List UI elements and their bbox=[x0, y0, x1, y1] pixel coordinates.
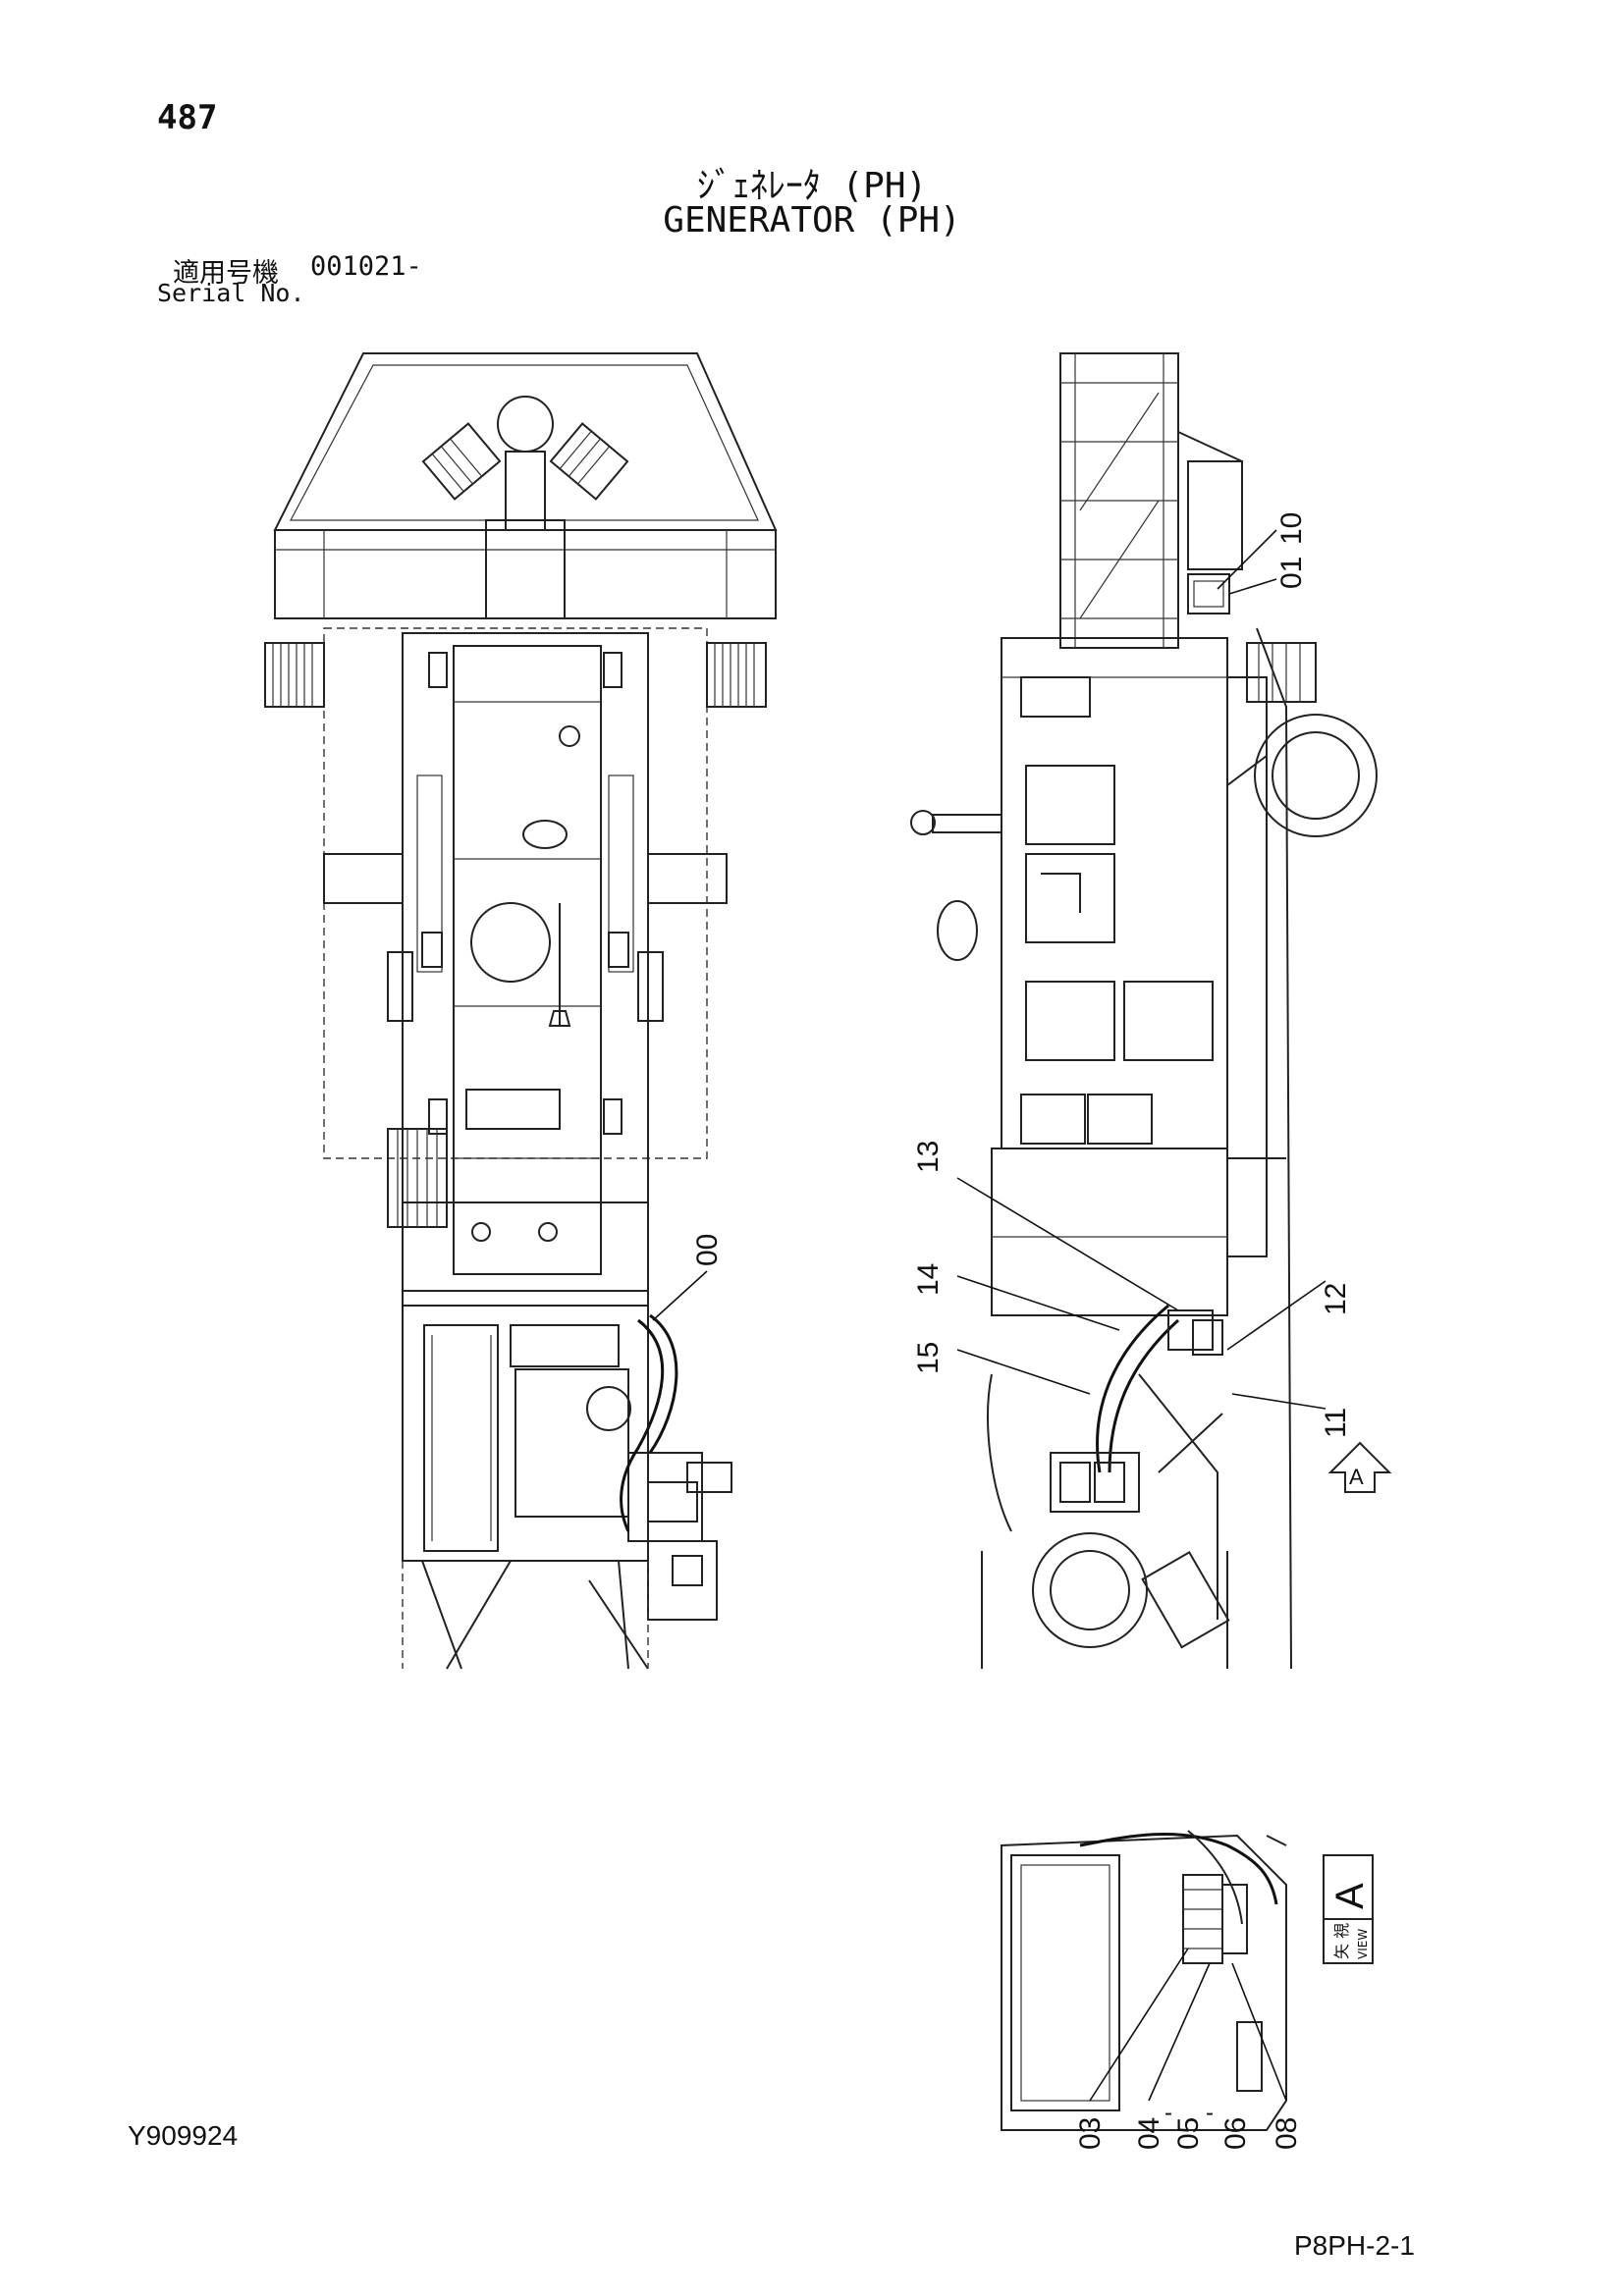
svg-text:VIEW: VIEW bbox=[1356, 1929, 1370, 1959]
svg-text:01: 01 bbox=[1275, 557, 1308, 589]
serial-label-japanese: 適用号機 bbox=[173, 258, 279, 289]
callout-13: 13 bbox=[912, 1141, 1179, 1311]
callout-14: 14 bbox=[912, 1263, 1120, 1331]
callout-10: 10 bbox=[1275, 512, 1308, 545]
callout-01: 01 bbox=[1217, 529, 1308, 595]
callout-08: 08 bbox=[1231, 1962, 1303, 2150]
svg-text:14: 14 bbox=[912, 1263, 945, 1296]
svg-text:矢 視: 矢 視 bbox=[1332, 1923, 1351, 1959]
svg-text:12: 12 bbox=[1320, 1283, 1352, 1315]
svg-text:-: - bbox=[1164, 2100, 1172, 2126]
svg-text:05: 05 bbox=[1172, 2117, 1205, 2150]
svg-text:10: 10 bbox=[1275, 512, 1308, 545]
top-view-machine bbox=[264, 352, 778, 1670]
view-a-arrow: A bbox=[1327, 1441, 1392, 1493]
page-number: 487 bbox=[157, 98, 218, 137]
svg-text:03: 03 bbox=[1074, 2117, 1107, 2150]
side-view-machine bbox=[910, 352, 1378, 1670]
callout-12: 12 bbox=[1226, 1280, 1352, 1351]
svg-text:A: A bbox=[1328, 1883, 1372, 1909]
svg-text:15: 15 bbox=[912, 1342, 945, 1374]
callout-06: 06 - bbox=[1206, 2100, 1252, 2150]
sheet-reference: P8PH-2-1 bbox=[1294, 2230, 1415, 2261]
serial-label-english: Serial No. bbox=[157, 279, 305, 307]
callout-11: 11 bbox=[1231, 1393, 1352, 1438]
svg-text:00: 00 bbox=[691, 1234, 724, 1266]
callout-15: 15 bbox=[912, 1342, 1091, 1395]
callout-05: 05 - bbox=[1164, 2100, 1205, 2150]
callout-00: 00 bbox=[652, 1234, 724, 1321]
title-english: GENERATOR (PH) bbox=[663, 200, 961, 240]
svg-text:06: 06 bbox=[1219, 2117, 1252, 2150]
serial-number-value: 001021- bbox=[310, 251, 422, 282]
callout-03: 03 bbox=[1074, 1948, 1189, 2150]
title-japanese: ｼﾞｪﾈﾚｰﾀ (PH) bbox=[696, 166, 928, 206]
drawing-code: Y909924 bbox=[128, 2120, 239, 2151]
view-a-detail bbox=[1001, 1830, 1287, 2131]
svg-text:A: A bbox=[1349, 1465, 1364, 1489]
svg-text:13: 13 bbox=[912, 1141, 945, 1173]
callout-04: 04 bbox=[1133, 1962, 1211, 2150]
svg-text:11: 11 bbox=[1320, 1408, 1352, 1438]
svg-text:-: - bbox=[1206, 2100, 1214, 2126]
view-a-label-box: A 矢 視 VIEW bbox=[1323, 1854, 1374, 1964]
svg-text:04: 04 bbox=[1133, 2117, 1165, 2150]
svg-text:08: 08 bbox=[1271, 2117, 1303, 2150]
